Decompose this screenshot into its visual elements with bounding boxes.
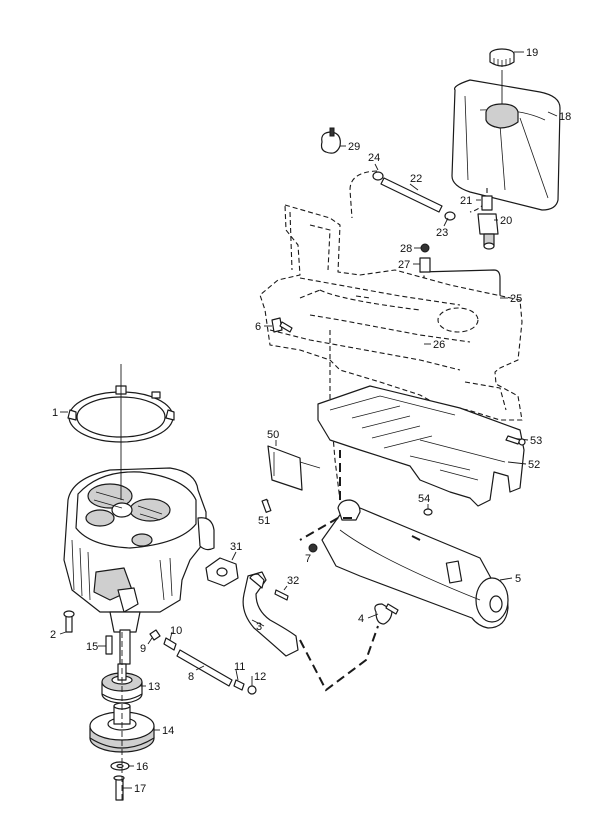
bolt-17 [113, 775, 125, 801]
fuel-tank [451, 79, 561, 211]
exhaust-gasket-31 [205, 557, 239, 587]
connector-27 [419, 257, 431, 273]
clamp-4 [374, 603, 399, 625]
key-15 [105, 635, 113, 655]
callout-17: 17 [134, 783, 146, 795]
callout-22: 22 [410, 173, 422, 185]
callout-20: 20 [500, 215, 512, 227]
washer-16 [110, 761, 130, 771]
callout-13: 13 [148, 681, 160, 693]
nut-7 [308, 543, 318, 553]
callout-26: 26 [433, 339, 445, 351]
callout-4: 4 [358, 613, 364, 625]
callout-6: 6 [255, 321, 261, 333]
callout-8: 8 [188, 671, 194, 683]
callout-23: 23 [436, 227, 448, 239]
callout-19: 19 [526, 47, 538, 59]
callout-2: 2 [50, 629, 56, 641]
callout-31: 31 [230, 541, 242, 553]
engine [63, 467, 215, 665]
callout-11: 11 [234, 661, 245, 673]
callout-21: 21 [460, 195, 472, 207]
exhaust-pipe-3 [242, 571, 299, 657]
leader-lines [59, 51, 558, 789]
callout-32: 32 [287, 575, 299, 587]
muffler-5 [321, 499, 509, 629]
bolt-53 [505, 435, 526, 446]
hose-clamp-29 [320, 127, 341, 154]
bolt-6 [271, 317, 293, 333]
callout-labels: 19 18 29 24 22 21 20 23 28 27 25 6 26 1 … [50, 47, 571, 795]
nut-54 [423, 508, 433, 516]
callout-25: 25 [510, 293, 522, 305]
callout-27: 27 [398, 259, 410, 271]
bolt-2 [63, 610, 75, 633]
callout-10: 10 [170, 625, 182, 637]
callout-1: 1 [52, 407, 58, 419]
air-filter-ring-1 [67, 385, 175, 443]
callout-14: 14 [162, 725, 174, 737]
callout-54: 54 [418, 493, 430, 505]
callout-12: 12 [254, 671, 266, 683]
chassis-frame [259, 204, 523, 501]
callout-52: 52 [528, 459, 540, 471]
callout-3: 3 [256, 621, 262, 633]
callout-28: 28 [400, 243, 412, 255]
heat-shield-52 [317, 385, 525, 507]
callout-29: 29 [348, 141, 360, 153]
callout-9: 9 [140, 643, 146, 655]
bolt-51 [261, 498, 272, 513]
bolt-32 [274, 589, 289, 601]
bracket-50 [267, 445, 303, 491]
callout-7: 7 [305, 553, 311, 565]
callout-24: 24 [368, 152, 380, 164]
callout-5: 5 [515, 573, 521, 585]
clip-28 [420, 243, 430, 253]
callout-50: 50 [267, 429, 279, 441]
fuel-cap [489, 48, 515, 67]
callout-15: 15 [86, 641, 98, 653]
callout-16: 16 [136, 761, 148, 773]
callout-18: 18 [559, 111, 571, 123]
fuel-valve-20 [477, 195, 499, 250]
rod-8 [149, 629, 257, 695]
callout-53: 53 [530, 435, 542, 447]
callout-51: 51 [258, 515, 270, 527]
